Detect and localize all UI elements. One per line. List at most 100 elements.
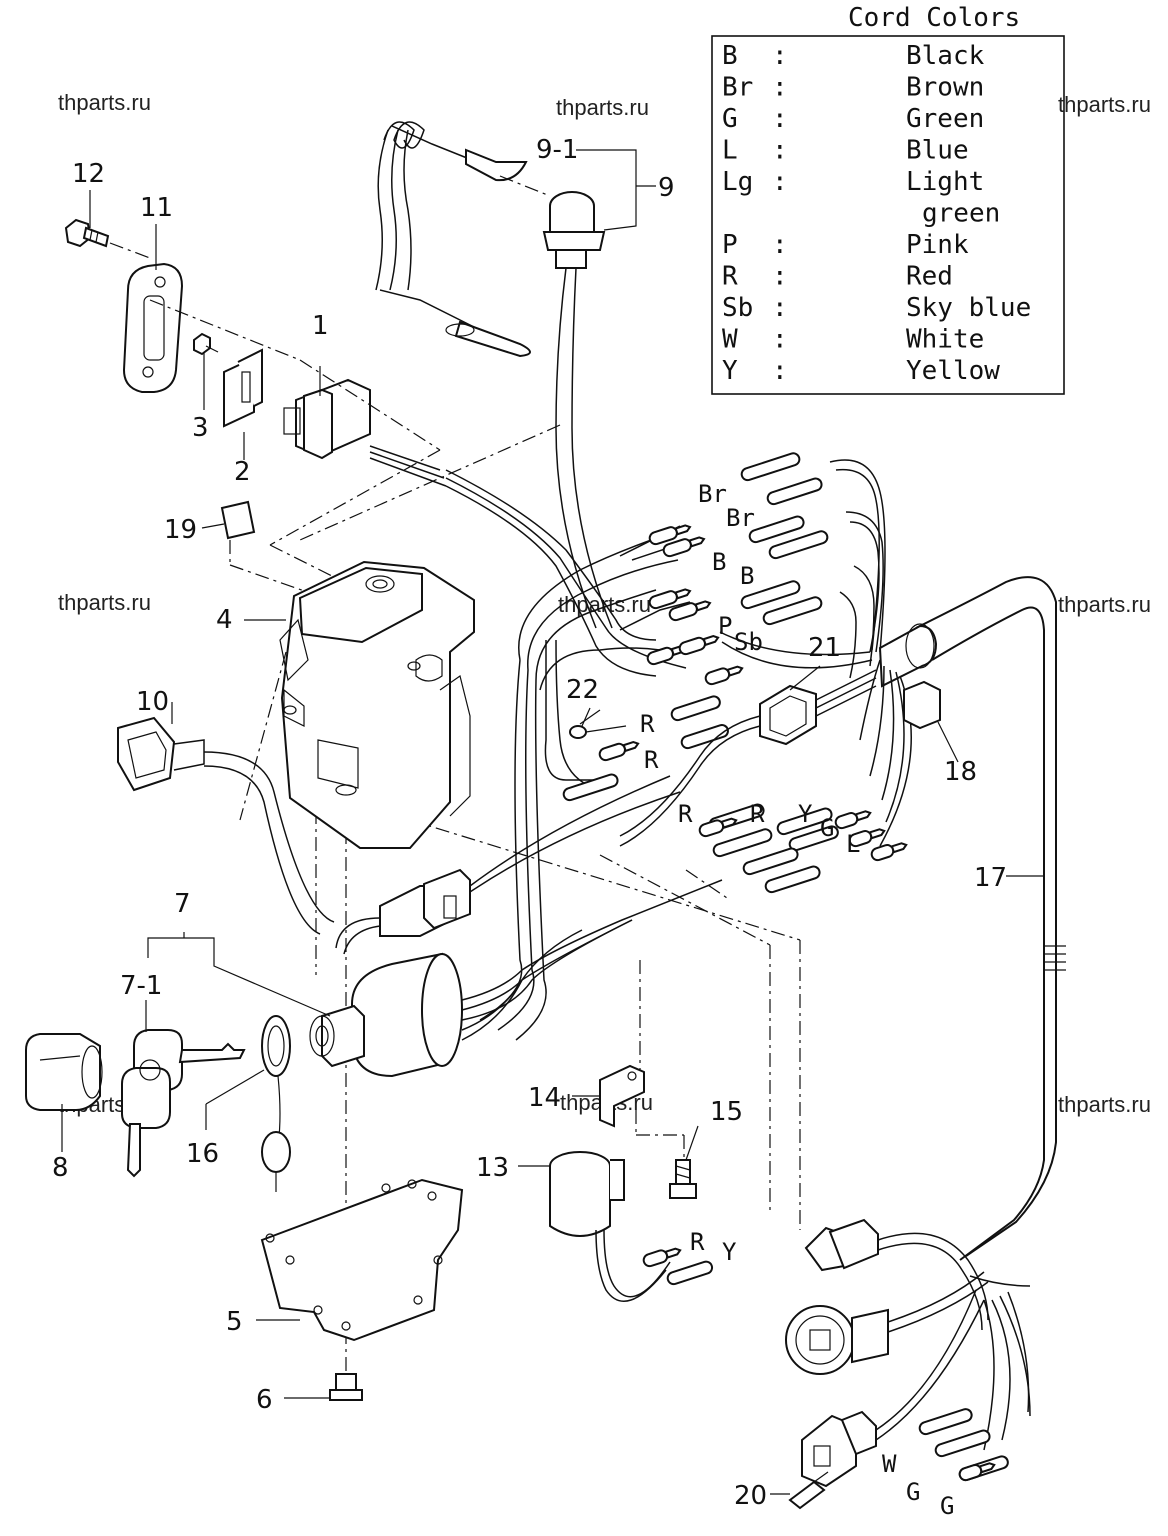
watermark: thparts.ru — [556, 95, 649, 120]
wire-label-black: B — [740, 562, 754, 590]
screw-part-12 — [64, 218, 151, 259]
legend-sep-8: : — [772, 293, 788, 323]
wire-label-brown: Br — [698, 480, 727, 508]
main-harness-wires — [445, 459, 886, 1041]
label-part-19 — [220, 500, 256, 540]
part-number-1: 1 — [312, 311, 329, 341]
male-bullet-connector — [958, 1462, 996, 1482]
legend-sep-9: : — [772, 325, 788, 355]
wire-label-brown: Br — [726, 504, 755, 532]
part-number-15: 15 — [710, 1097, 743, 1127]
screw-part-6 — [329, 1373, 363, 1401]
bracket-part-14 — [599, 1064, 645, 1128]
wire-label-yellow: Y — [798, 800, 813, 828]
legend-code-4: Lg — [722, 167, 753, 197]
part-number-6: 6 — [256, 1385, 273, 1415]
wire-label-green: G — [820, 814, 834, 842]
legend-name-0: Black — [906, 41, 985, 71]
male-bullet-connector — [678, 634, 720, 656]
legend-name-4: Light — [906, 167, 984, 197]
wire-label-red: R — [750, 800, 765, 828]
male-bullet-connector — [668, 600, 712, 622]
part-number-22: 22 — [566, 675, 599, 705]
bullet-connectors-lower — [642, 1247, 1009, 1482]
pin-part-22 — [569, 709, 627, 739]
watermark: thparts.ru — [58, 90, 151, 115]
female-bullet-connector — [740, 580, 801, 610]
legend-code-3: L — [722, 136, 738, 166]
harness-sheath-part-17 — [859, 576, 1066, 1261]
part-number-13: 13 — [476, 1153, 509, 1183]
connector-part-10 — [117, 716, 335, 935]
legend-code-8: Sb — [722, 293, 753, 323]
wire-label-red: R — [678, 800, 693, 828]
part-number-19: 19 — [164, 515, 197, 545]
legend-code-10: Y — [722, 356, 738, 386]
female-bullet-connector — [740, 452, 801, 482]
legend-code-7: R — [722, 262, 738, 292]
part-18-block — [903, 680, 941, 730]
wire-label-pink: P — [718, 612, 732, 640]
female-bullet-connector — [764, 865, 821, 894]
clip-part-2 — [223, 348, 263, 428]
legend-name-8: Sky blue — [906, 293, 1031, 323]
wire-color-labels: Br Br B B P Sb R R R R Y G L R Y W G G — [640, 480, 954, 1520]
sleeve-part-13 — [549, 1151, 671, 1302]
wire-label-blue: L — [846, 830, 860, 858]
legend-name-7: Red — [906, 262, 953, 292]
leader-lines — [61, 149, 1044, 1495]
wire-label-green: G — [940, 1492, 954, 1520]
female-bullet-connector — [768, 530, 829, 560]
legend-name-3: Blue — [906, 136, 969, 166]
female-bullet-connector — [670, 695, 721, 722]
part-number-9: 9 — [658, 173, 675, 203]
part-number-18: 18 — [944, 757, 977, 787]
assembly-lines — [149, 299, 801, 1372]
legend-code-1: Br — [722, 73, 753, 103]
female-bullet-connector — [934, 1429, 991, 1458]
legend-sep-7: : — [772, 262, 788, 292]
part-number-7: 7 — [174, 889, 191, 919]
base-plate-part-5 — [260, 1178, 464, 1342]
screw-part-15 — [669, 1159, 697, 1199]
key-holder-part-8 — [25, 1033, 103, 1111]
terminal-part-20 — [788, 1471, 829, 1510]
wire-label-red: R — [644, 746, 659, 774]
legend-sep-6: : — [772, 230, 788, 260]
male-bullet-connector — [648, 524, 692, 546]
part-number-16: 16 — [186, 1139, 219, 1169]
female-bullet-connector — [918, 1408, 973, 1436]
legend-sep-4: : — [772, 167, 788, 197]
female-bullet-connector — [776, 807, 833, 836]
legend-name-9: White — [906, 325, 984, 355]
legend-name-1: Brown — [906, 73, 984, 103]
part-number-11: 11 — [140, 193, 173, 223]
female-bullet-connector — [762, 596, 823, 626]
main-switch-part-7 — [309, 879, 723, 1078]
legend-name-5: green — [922, 199, 1000, 229]
female-bullet-connector — [748, 515, 805, 544]
part-number-4: 4 — [216, 605, 233, 635]
switch-cap-part-16 — [261, 1015, 291, 1192]
wire-label-black: B — [712, 548, 726, 576]
female-bullet-connector — [712, 828, 773, 858]
part-number-9-1: 9-1 — [536, 135, 578, 165]
part-number-12: 12 — [72, 159, 105, 189]
legend-name-6: Pink — [906, 230, 969, 260]
female-bullet-connector — [562, 773, 619, 802]
part-number-14: 14 — [528, 1083, 561, 1113]
watermark: thparts.ru — [58, 590, 151, 615]
lanyard-part-9 — [375, 121, 551, 358]
wire-label-green: G — [906, 1478, 920, 1506]
bullet-connectors-upper — [562, 452, 908, 894]
part-number-5: 5 — [226, 1307, 243, 1337]
male-bullet-connector — [704, 665, 744, 686]
screw-part-3 — [193, 332, 219, 356]
legend-code-6: P — [722, 230, 738, 260]
lower-right-harness — [785, 1218, 1031, 1488]
female-bullet-connector — [680, 724, 729, 750]
part-number-8: 8 — [52, 1153, 69, 1183]
part-number-17: 17 — [974, 863, 1007, 893]
legend-sep-10: : — [772, 356, 788, 386]
